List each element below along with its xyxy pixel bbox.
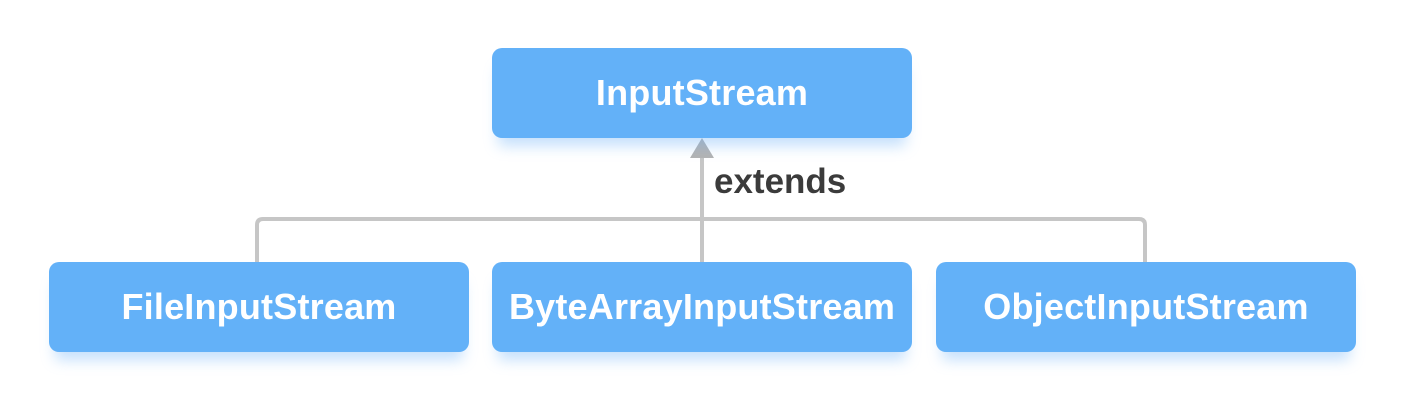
arrowhead-up-icon (690, 138, 714, 158)
node-objectinputstream-label: ObjectInputStream (983, 286, 1309, 327)
node-bytearrayinputstream-label: ByteArrayInputStream (508, 286, 896, 327)
node-inputstream-label: InputStream (595, 72, 809, 113)
node-bytearrayinputstream: ByteArrayInputStream (492, 262, 912, 352)
node-fileinputstream: FileInputStream (49, 262, 469, 352)
edge-label-extends: extends (714, 162, 847, 201)
node-fileinputstream-label: FileInputStream (121, 286, 397, 327)
node-inputstream: InputStream (492, 48, 912, 138)
node-objectinputstream: ObjectInputStream (936, 262, 1356, 352)
